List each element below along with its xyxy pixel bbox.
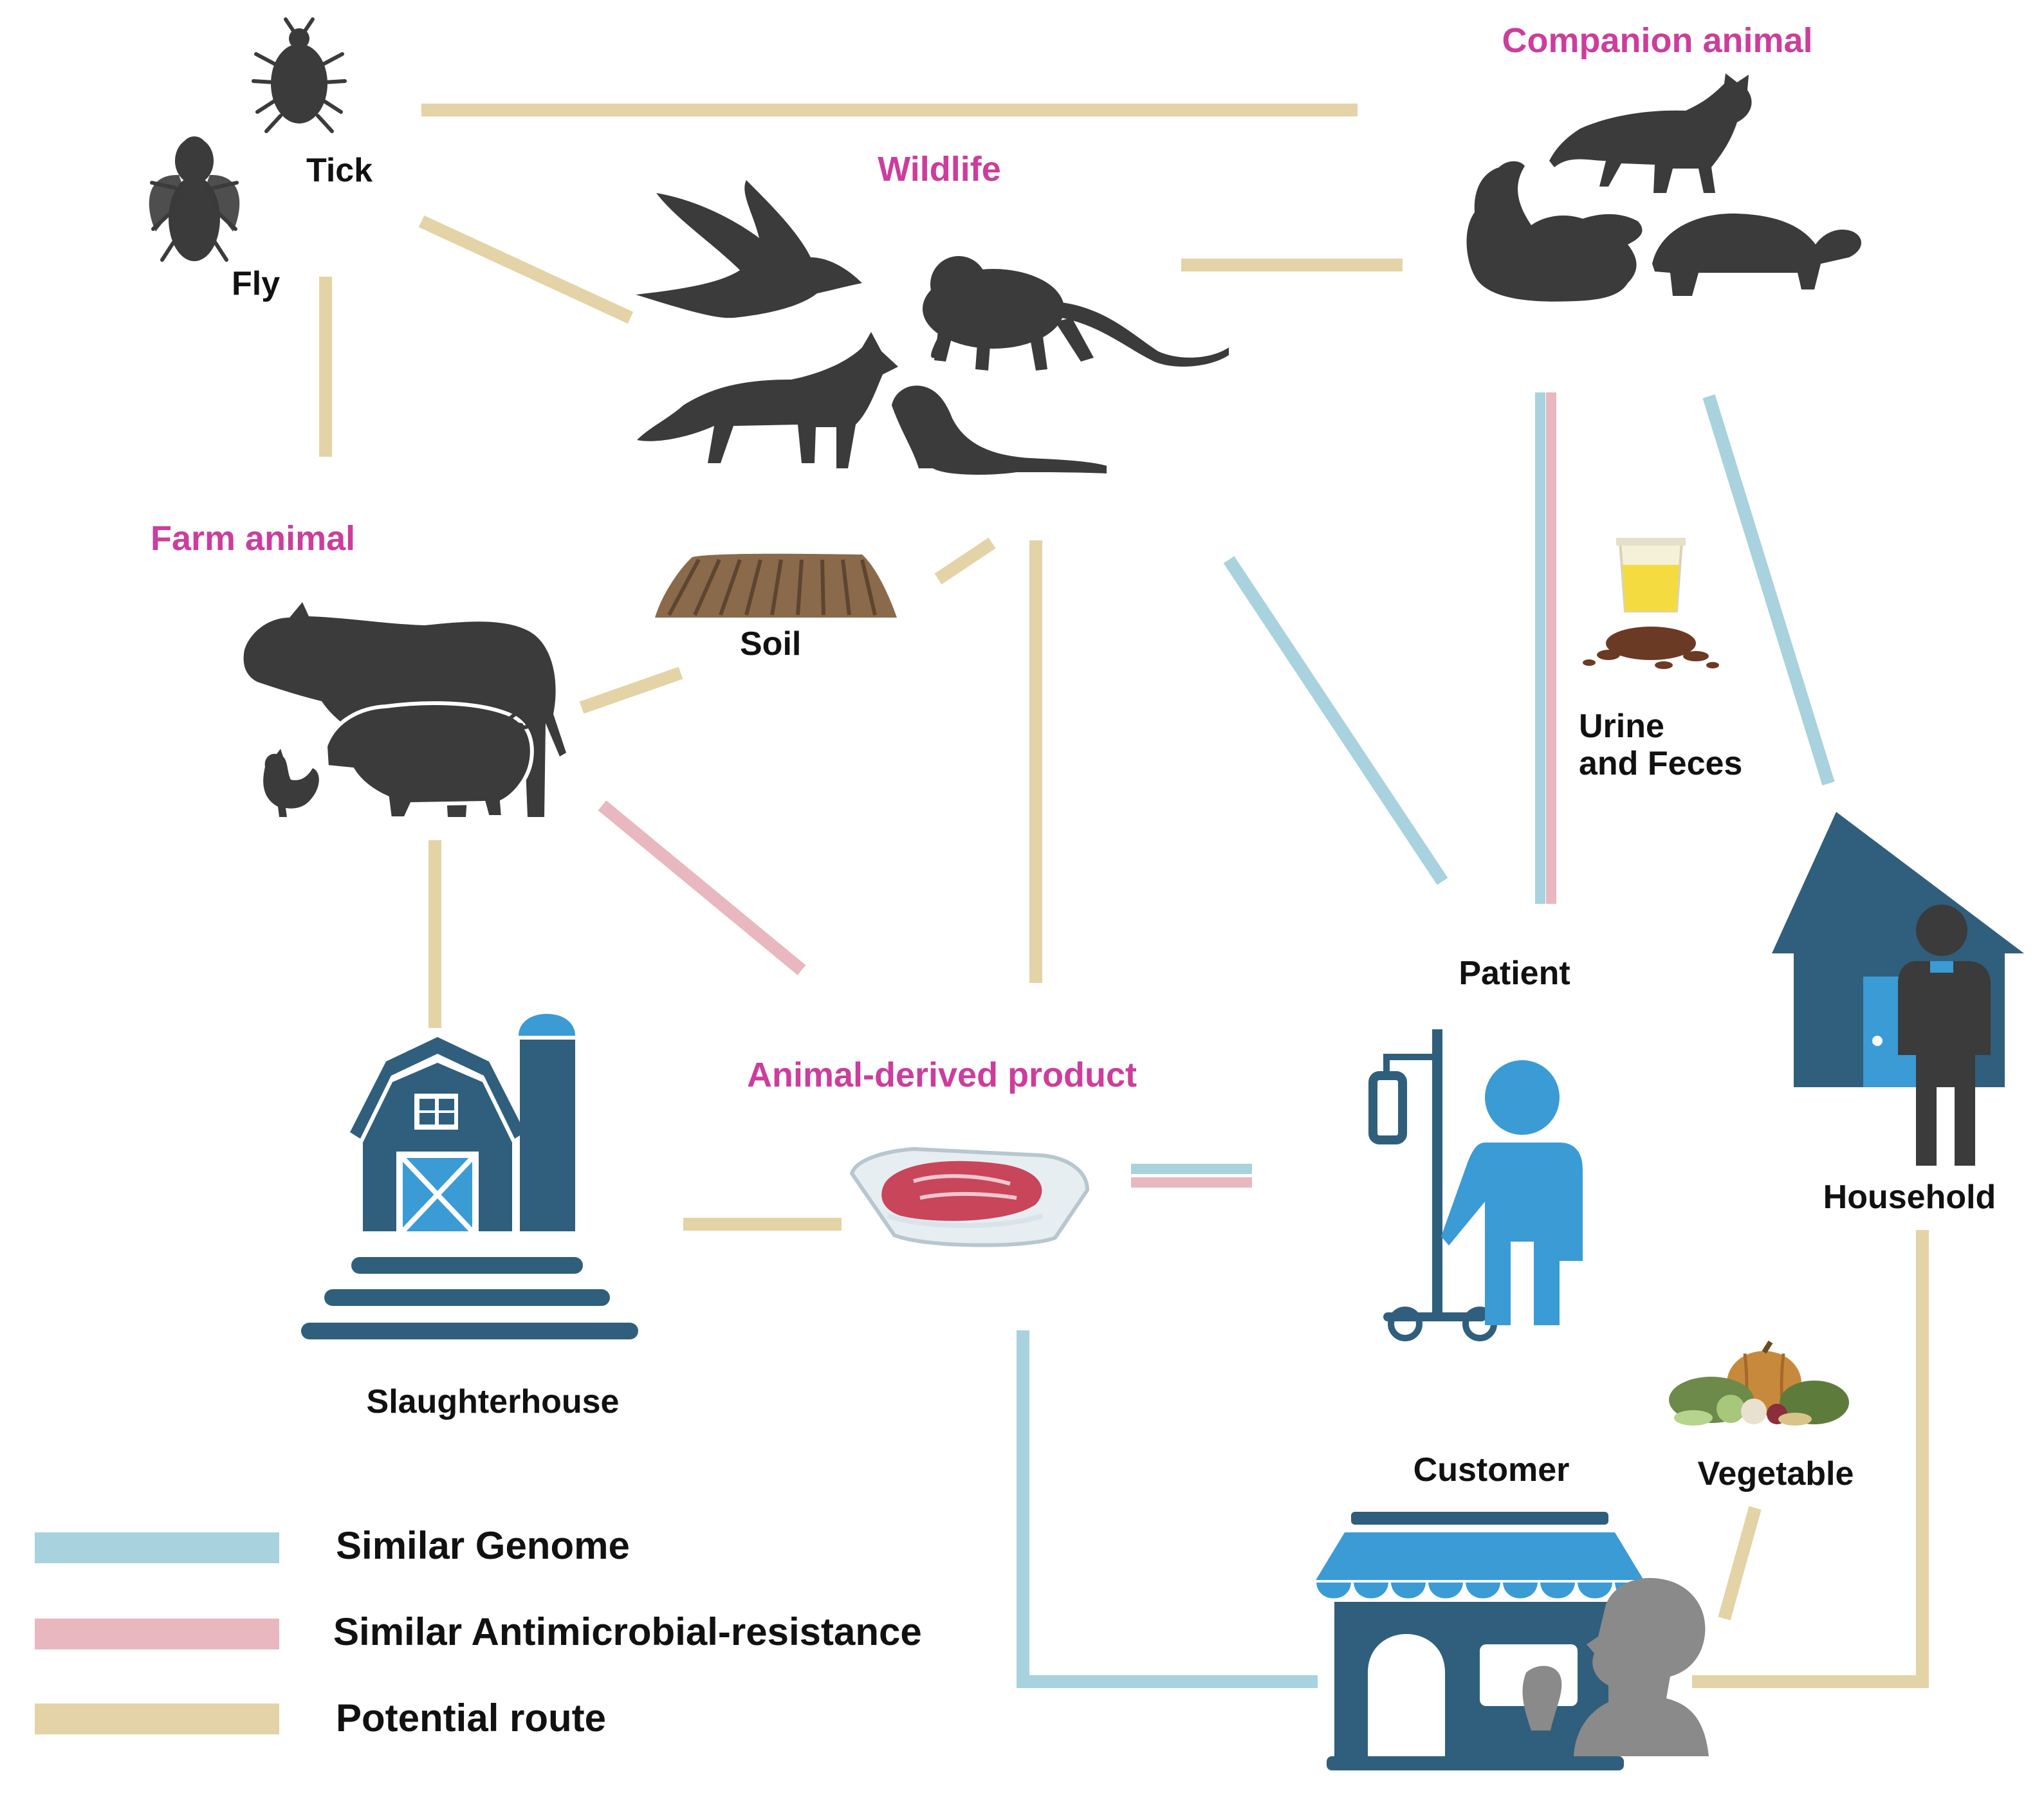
legend-swatch-amr: [35, 1619, 279, 1649]
legend-swatches: [35, 1532, 279, 1734]
legend-label-genome: Similar Genome: [336, 1524, 630, 1567]
label-wildlife: Wildlife: [878, 150, 1001, 188]
label-customer: Customer: [1413, 1451, 1570, 1489]
legend-label-potential: Potential route: [336, 1696, 607, 1740]
pig-icon: [323, 701, 534, 820]
genome-wildlife-patient: [1223, 556, 1448, 885]
legend-swatch-genome: [35, 1532, 279, 1563]
label-urine: Urine: [1579, 708, 1664, 745]
genome-product-customer: [1017, 1330, 1318, 1688]
label-animal-derived-product: Animal-derived product: [746, 1056, 1137, 1094]
legend-swatch-potential: [35, 1704, 279, 1734]
patient-icon: [1441, 1060, 1583, 1325]
vegetables-icon: [1669, 1340, 1849, 1426]
customer-person-icon: [1522, 1577, 1709, 1756]
meat-tray-icon: [849, 1146, 1090, 1247]
soil-icon: [655, 553, 897, 618]
label-soil: Soil: [740, 625, 802, 663]
route-tick-wildlife: [418, 215, 634, 324]
amr-farm-product: [598, 800, 806, 975]
cat-icon: [1549, 73, 1752, 193]
chicken-icon: [263, 749, 319, 817]
dog-icon: [1466, 161, 1643, 302]
label-vegetable: Vegetable: [1697, 1455, 1854, 1492]
monkey-icon: [923, 256, 1229, 371]
ferret-icon: [892, 385, 1107, 475]
bird-icon: [636, 180, 862, 318]
genome-companion-household: [1702, 394, 1835, 785]
feces-icon: [1583, 627, 1719, 669]
route-customer-vegetable: [1718, 1506, 1762, 1621]
label-slaughterhouse: Slaughterhouse: [366, 1383, 620, 1420]
fly-icon: [149, 136, 240, 262]
label-patient: Patient: [1459, 955, 1570, 992]
route-household-customer: [1692, 1230, 1929, 1688]
barn-icon: [301, 1014, 638, 1339]
route-wildlife-soil: [934, 537, 996, 585]
legend-label-amr: Similar Antimicrobial-resistance: [333, 1610, 922, 1653]
shop-icon: [1313, 1512, 1646, 1770]
household-person-icon: [1898, 905, 1991, 1166]
route-soil-farm: [579, 666, 683, 714]
label-companion-animal: Companion animal: [1502, 21, 1813, 60]
fox-icon: [637, 332, 898, 468]
label-and-feces: and Feces: [1579, 745, 1743, 782]
turtle-icon: [1652, 213, 1861, 296]
urine-cup-icon: [1616, 538, 1686, 612]
label-household: Household: [1823, 1179, 1996, 1216]
connection-lines: [319, 104, 1929, 1688]
tick-icon: [252, 17, 347, 133]
label-tick: Tick: [306, 152, 373, 189]
iv-stand-icon: [1368, 1029, 1497, 1341]
label-fly: Fly: [232, 265, 281, 302]
label-farm-animal: Farm animal: [151, 519, 356, 558]
